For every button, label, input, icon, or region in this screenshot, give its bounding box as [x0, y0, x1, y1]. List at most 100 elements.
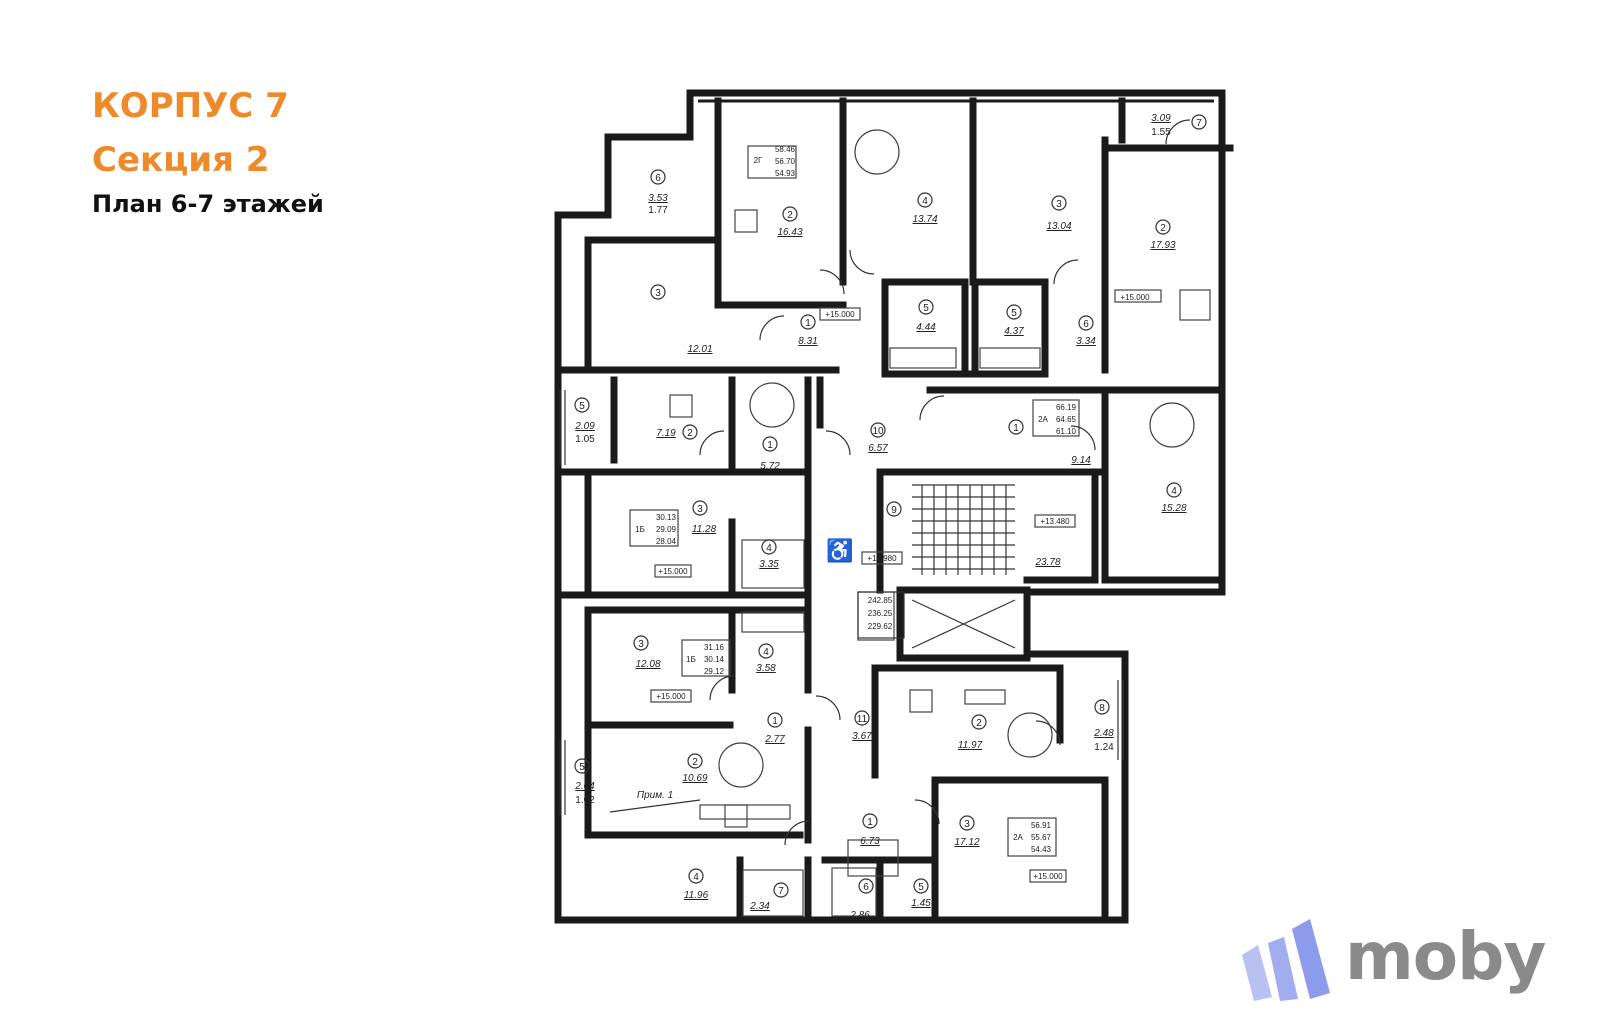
- room-area: 4.37: [1004, 326, 1024, 337]
- svg-text:229.62: 229.62: [868, 622, 893, 631]
- room-number: 9: [891, 505, 897, 516]
- room-number: 4: [922, 196, 928, 207]
- room-number: 6: [1083, 319, 1089, 330]
- room-area: 11.28: [692, 524, 717, 535]
- room-area: 3.09: [1151, 113, 1171, 124]
- level-mark: +15.000: [1120, 293, 1150, 302]
- room-area: 2.77: [764, 734, 785, 745]
- interior-walls: [554, 97, 1234, 924]
- room-area: 16.43: [777, 227, 802, 238]
- room-area: 3.53: [648, 193, 668, 204]
- svg-text:29.12: 29.12: [704, 667, 725, 676]
- room-area: 8.31: [798, 336, 817, 347]
- svg-text:64.65: 64.65: [1056, 415, 1077, 424]
- svg-text:2Г: 2Г: [754, 156, 763, 165]
- svg-text:236.25: 236.25: [868, 609, 893, 618]
- room-number: 7: [778, 886, 784, 897]
- room-number: 2: [1160, 223, 1166, 234]
- svg-text:28.04: 28.04: [656, 537, 677, 546]
- svg-text:54.43: 54.43: [1031, 845, 1052, 854]
- room-area-extra: 1.24: [1094, 742, 1114, 753]
- room-area: 10.69: [682, 773, 707, 784]
- apartment-tag: 2Г 58.46 56.70 54.93: [754, 145, 796, 178]
- room-area-extra: 1.02: [575, 795, 595, 806]
- room-number: 5: [1011, 308, 1017, 319]
- svg-text:31.16: 31.16: [704, 643, 725, 652]
- svg-text:56.91: 56.91: [1031, 821, 1052, 830]
- room-area: 2.04: [574, 781, 595, 792]
- room-area: 3.34: [1076, 336, 1096, 347]
- room-number: 3: [697, 504, 703, 515]
- room-area: 13.04: [1046, 221, 1071, 232]
- room-number: 1: [1013, 423, 1019, 434]
- room-area-extra: 1.77: [648, 205, 668, 216]
- section-totals: 242.85 236.25 229.62: [857, 591, 905, 639]
- room-labels: 6 3.53 1.77 2 16.43 4 13.74 3 13.04 7 3.…: [574, 113, 1202, 921]
- svg-text:2А: 2А: [1038, 415, 1048, 424]
- room-number: 10: [872, 426, 884, 437]
- room-area: 3.58: [756, 663, 776, 674]
- building-title: КОРПУС 7: [92, 86, 289, 126]
- room-number: 5: [923, 303, 929, 314]
- room-number: 5: [918, 882, 924, 893]
- room-number: 2: [687, 428, 693, 439]
- moby-logo-text: moby: [1345, 918, 1546, 995]
- room-area: 5.72: [760, 461, 780, 472]
- room-area: 15.28: [1161, 503, 1186, 514]
- room-area: 7.19: [656, 428, 676, 439]
- room-area: 12.08: [635, 659, 660, 670]
- svg-text:29.09: 29.09: [656, 525, 677, 534]
- svg-text:242.85: 242.85: [868, 596, 893, 605]
- apartment-tag: 1Б 31.16 30.14 29.12: [686, 643, 724, 676]
- room-number: 3: [655, 288, 661, 299]
- level-mark: +13.480: [1040, 517, 1070, 526]
- svg-text:54.93: 54.93: [775, 169, 796, 178]
- room-area: 17.93: [1150, 240, 1175, 251]
- room-number: 4: [766, 543, 772, 554]
- svg-text:2А: 2А: [1013, 833, 1023, 842]
- room-area: 3.35: [759, 559, 779, 570]
- svg-text:1Б: 1Б: [686, 655, 696, 664]
- room-number: 8: [1099, 703, 1105, 714]
- room-number: 5: [579, 401, 585, 412]
- room-area: 11.97: [958, 740, 983, 751]
- room-number: 1: [867, 817, 873, 828]
- room-area: 2.34: [749, 901, 770, 912]
- room-number: 3: [1056, 199, 1062, 210]
- apartment-tags: 2Г 58.46 56.70 54.93 2А 66.19 64.65 61.1…: [635, 145, 1076, 854]
- room-area: 11.96: [684, 890, 709, 901]
- room-number: 4: [1171, 486, 1177, 497]
- room-area: 3.67: [852, 731, 872, 742]
- level-mark: +14.980: [867, 554, 897, 563]
- room-number: 11: [857, 714, 868, 725]
- room-area-extra: 1.05: [575, 434, 595, 445]
- room-number: 5: [579, 762, 585, 773]
- room-number: 2: [976, 718, 982, 729]
- outer-walls: [554, 89, 1226, 924]
- room-area: 4.44: [916, 322, 936, 333]
- room-area: 6.57: [868, 443, 888, 454]
- accessibility-icon: ♿: [826, 538, 853, 563]
- room-area: 2.48: [1093, 728, 1114, 739]
- room-number: 7: [1196, 118, 1202, 129]
- section-title: Секция 2: [92, 140, 270, 180]
- room-area: 17.12: [954, 837, 979, 848]
- svg-text:61.10: 61.10: [1056, 427, 1077, 436]
- svg-text:30.14: 30.14: [704, 655, 725, 664]
- apartment-tag: 1Б 30.13 29.09 28.04: [635, 513, 676, 546]
- room-number: 1: [772, 716, 778, 727]
- svg-text:58.46: 58.46: [775, 145, 796, 154]
- svg-text:56.70: 56.70: [775, 157, 796, 166]
- room-area: 6.73: [860, 836, 880, 847]
- level-mark: +15.000: [658, 567, 688, 576]
- svg-text:1Б: 1Б: [635, 525, 645, 534]
- floor-plan-title: План 6-7 этажей: [92, 190, 324, 218]
- apartment-tag: 2А 56.91 55.67 54.43: [1013, 821, 1051, 854]
- level-marks: +15.000 +15.000 +15.000 +15.000 +15.000 …: [656, 293, 1150, 881]
- svg-text:66.19: 66.19: [1056, 403, 1077, 412]
- room-number: 4: [693, 872, 699, 883]
- room-area: 9.14: [1071, 455, 1091, 466]
- apartment-tag: 2А 66.19 64.65 61.10: [1038, 403, 1076, 436]
- room-area: 12.01: [687, 344, 712, 355]
